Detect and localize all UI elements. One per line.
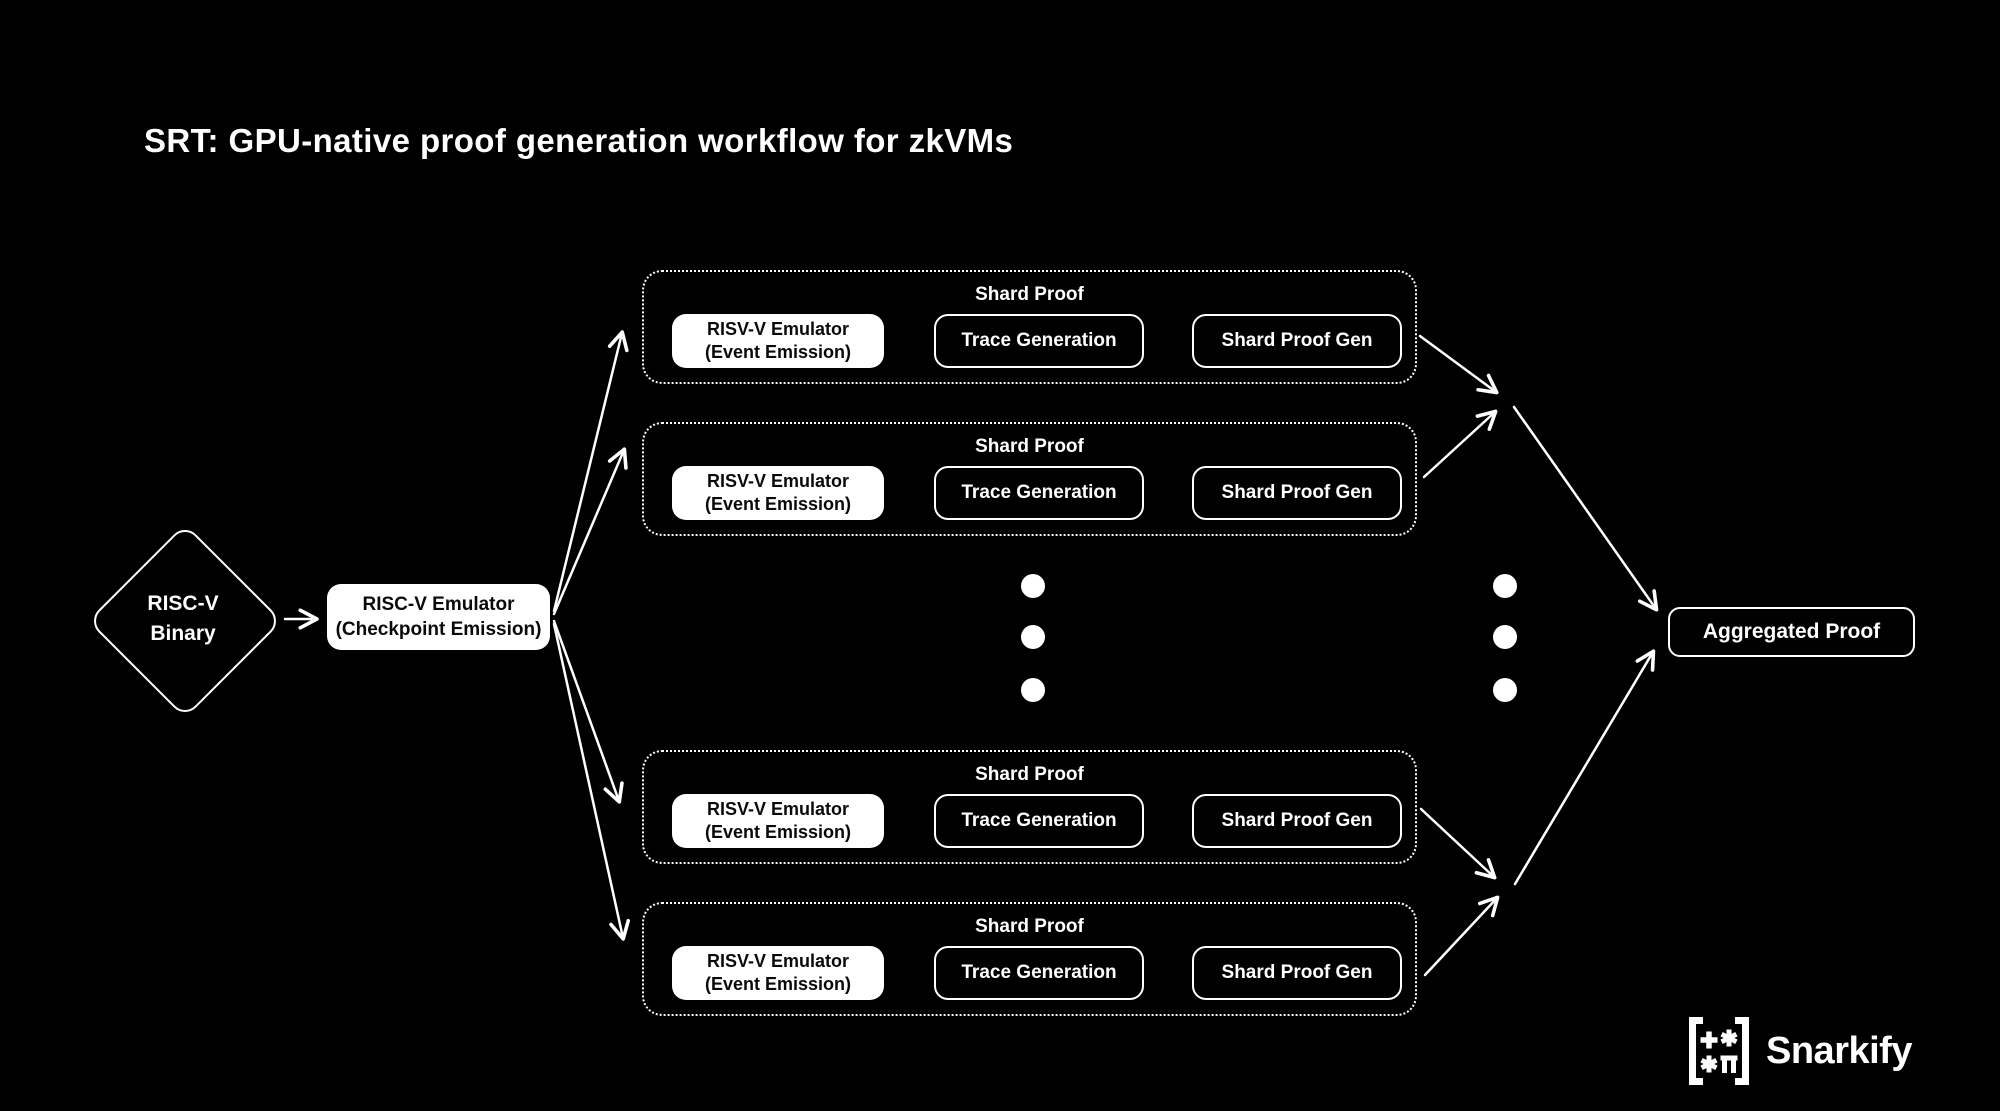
shard-group-3: Shard Proof RISV-V Emulator (Event Emiss…	[642, 750, 1417, 864]
event-emulator-1-line2: (Event Emission)	[704, 342, 852, 362]
checkpoint-emulator-line2: (Checkpoint Emission)	[335, 619, 542, 640]
arrow-group-2-to-junction-top	[1422, 409, 1498, 479]
risc-v-binary-line1: RISC-V	[147, 592, 219, 615]
shard-proof-gen-box-4: Shard Proof Gen	[1192, 946, 1402, 1000]
shard-group-1-label: Shard Proof	[975, 284, 1084, 305]
page-title: SRT: GPU-native proof generation workflo…	[144, 122, 1014, 159]
trace-generation-box-1: Trace Generation	[934, 314, 1144, 368]
event-emulator-box-3: RISV-V Emulator (Event Emission)	[672, 794, 884, 848]
event-emulator-1-line1: RISV-V Emulator	[706, 319, 850, 339]
dot	[1021, 625, 1045, 649]
asterisk-icon	[1700, 1055, 1718, 1073]
arrow-checkpoint-to-group-4	[552, 622, 631, 941]
arrow-checkpoint-to-group-3	[552, 619, 624, 804]
pi-icon	[1720, 1055, 1738, 1073]
risc-v-binary-line2: Binary	[150, 622, 216, 645]
dot	[1493, 574, 1517, 598]
snarkify-logo: Snarkify	[1686, 1012, 1912, 1090]
right-bracket-shape	[1735, 1017, 1749, 1085]
trace-generation-box-3: Trace Generation	[934, 794, 1144, 848]
event-emulator-box-4: RISV-V Emulator (Event Emission)	[672, 946, 884, 1000]
left-bracket-shape	[1689, 1017, 1703, 1085]
checkpoint-emulator-line1: RISC-V Emulator	[362, 594, 515, 615]
dot	[1021, 678, 1045, 702]
dot	[1021, 574, 1045, 598]
plus-icon	[1700, 1031, 1718, 1049]
arrow-checkpoint-to-group-1	[552, 330, 629, 613]
dot	[1493, 678, 1517, 702]
trace-generation-box-4: Trace Generation	[934, 946, 1144, 1000]
event-emulator-2-line2: (Event Emission)	[704, 494, 852, 514]
shard-group-4: Shard Proof RISV-V Emulator (Event Emiss…	[642, 902, 1417, 1016]
arrow-group-1-to-junction-top	[1418, 334, 1499, 395]
aggregated-proof-box: Aggregated Proof	[1668, 607, 1915, 657]
shard-group-2-label: Shard Proof	[975, 436, 1084, 457]
arrow-checkpoint-to-group-2	[552, 447, 628, 616]
trace-generation-box-2: Trace Generation	[934, 466, 1144, 520]
event-emulator-4-line2: (Event Emission)	[704, 974, 852, 994]
event-emulator-4-line1: RISV-V Emulator	[706, 951, 850, 971]
brand-name: Snarkify	[1766, 1029, 1912, 1072]
event-emulator-box-2: RISV-V Emulator (Event Emission)	[672, 466, 884, 520]
event-emulator-3-line2: (Event Emission)	[704, 822, 852, 842]
shard-proof-gen-box-2: Shard Proof Gen	[1192, 466, 1402, 520]
risc-v-binary-label: RISC-V Binary	[83, 589, 283, 649]
arrow-junction-top-to-aggregated	[1512, 405, 1659, 612]
event-emulator-box-1: RISV-V Emulator (Event Emission)	[672, 314, 884, 368]
dot	[1493, 625, 1517, 649]
shard-proof-gen-box-3: Shard Proof Gen	[1192, 794, 1402, 848]
shard-group-4-label: Shard Proof	[975, 916, 1084, 937]
shard-group-1: Shard Proof RISV-V Emulator (Event Emiss…	[642, 270, 1417, 384]
snarkify-logo-icon	[1689, 1017, 1749, 1085]
event-emulator-2-line1: RISV-V Emulator	[706, 471, 850, 491]
arrow-group-4-to-junction-bottom	[1423, 895, 1500, 977]
shard-group-3-label: Shard Proof	[975, 764, 1084, 785]
event-emulator-3-line1: RISV-V Emulator	[706, 799, 850, 819]
shard-proof-gen-box-1: Shard Proof Gen	[1192, 314, 1402, 368]
arrow-group-3-to-junction-bottom	[1419, 807, 1497, 880]
arrow-junction-bottom-to-aggregated	[1513, 649, 1656, 886]
asterisk-icon	[1720, 1029, 1738, 1047]
shard-group-2: Shard Proof RISV-V Emulator (Event Emiss…	[642, 422, 1417, 536]
checkpoint-emulator-box: RISC-V Emulator (Checkpoint Emission)	[327, 584, 550, 650]
